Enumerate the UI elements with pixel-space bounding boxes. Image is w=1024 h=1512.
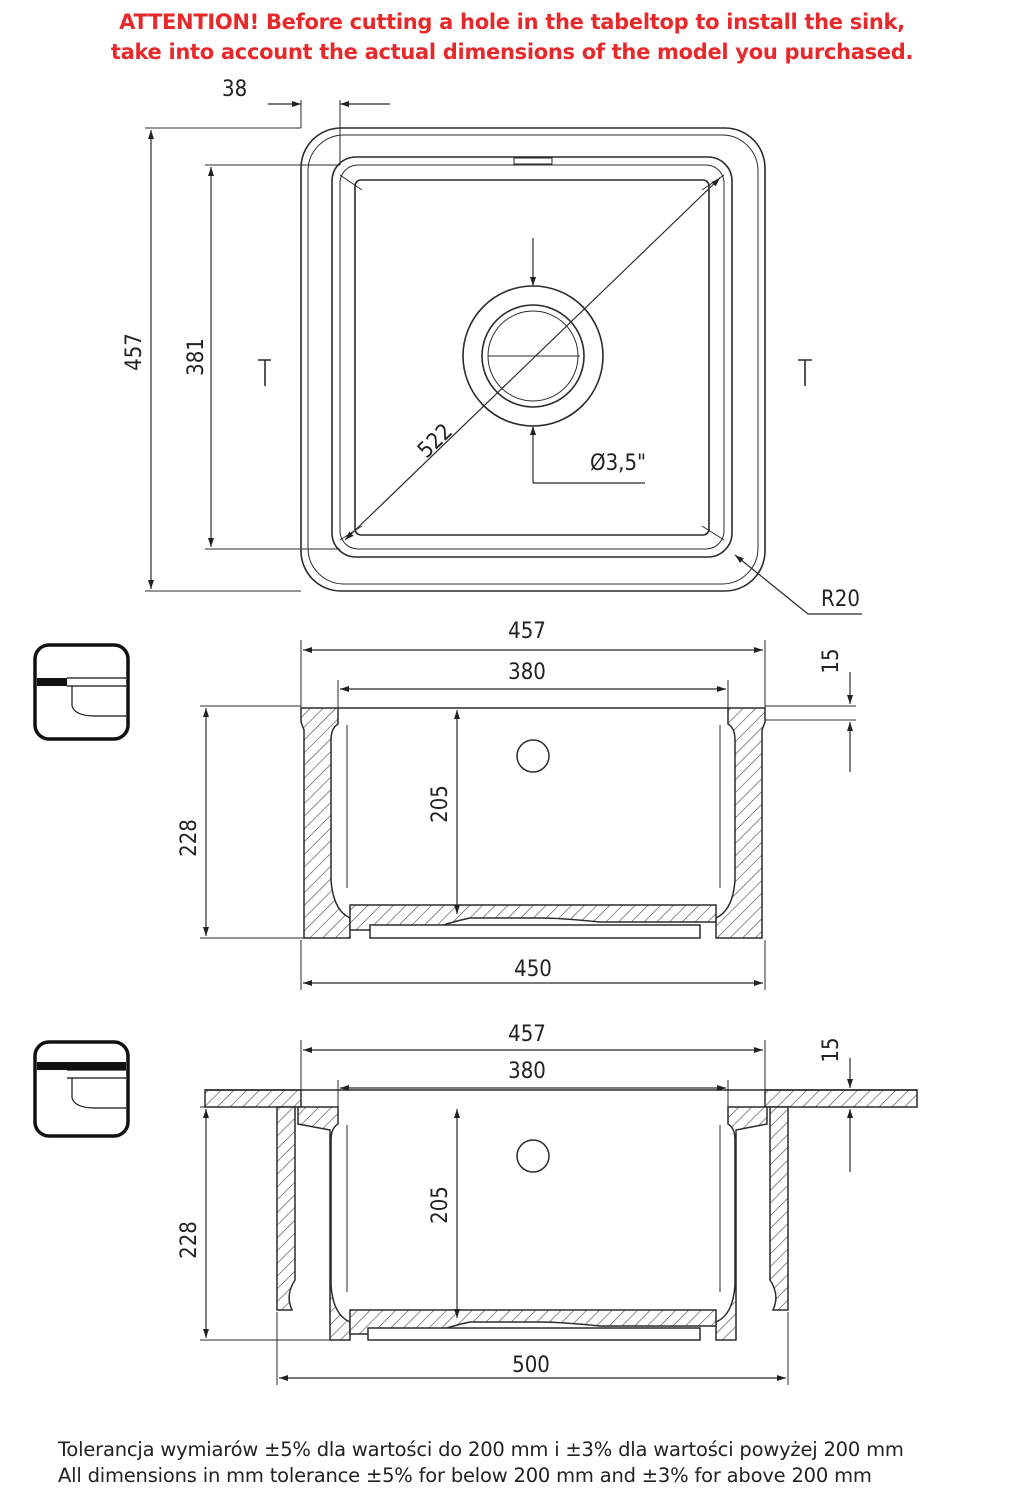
cabinet-width-label: 500 [512, 1353, 550, 1378]
installed-section-icon [33, 1040, 130, 1138]
bowl-edge-outer [331, 156, 733, 558]
front-section-view [200, 640, 856, 990]
warning-line-1: ATTENTION! Before cutting a hole in the … [119, 10, 905, 34]
front-total-height-label: 228 [177, 819, 202, 857]
installed-rim-thickness-label: 15 [819, 1037, 844, 1062]
front-bowl-depth-label: 205 [428, 785, 453, 823]
warning-line-2: take into account the actual dimensions … [110, 40, 914, 64]
tolerance-note-pl: Tolerancja wymiarów ±5% dla wartości do … [58, 1438, 904, 1461]
front-section-icon [33, 643, 130, 741]
installed-section-view [200, 1040, 918, 1385]
diagonal-dimension-line [344, 177, 721, 541]
installed-outer-width-label: 457 [508, 1022, 546, 1047]
diagonal-label: 522 [413, 419, 458, 463]
outer-depth-label: 457 [122, 333, 147, 371]
bowl-floor [354, 179, 710, 536]
bowl-edge-inner [339, 164, 725, 550]
front-inner-width-label: 380 [508, 660, 546, 685]
front-outer-width-label: 457 [508, 619, 546, 644]
rim-width-label: 38 [222, 77, 247, 102]
installed-bowl-depth-label: 205 [428, 1186, 453, 1224]
front-rim-thickness-label: 15 [819, 648, 844, 673]
outer-rim-outline [300, 127, 766, 592]
installed-inner-width-label: 380 [508, 1059, 546, 1084]
drain-diameter-label: Ø3,5" [590, 451, 646, 476]
top-view [145, 100, 862, 615]
front-base-width-label: 450 [514, 957, 552, 982]
tolerance-note-en: All dimensions in mm tolerance ±5% for b… [58, 1464, 872, 1487]
installed-total-height-label: 228 [177, 1221, 202, 1259]
overflow-slot [513, 157, 553, 165]
outer-rim-inner-edge [307, 134, 759, 585]
inner-depth-label: 381 [184, 338, 209, 376]
corner-radius-label: R20 [821, 587, 860, 612]
